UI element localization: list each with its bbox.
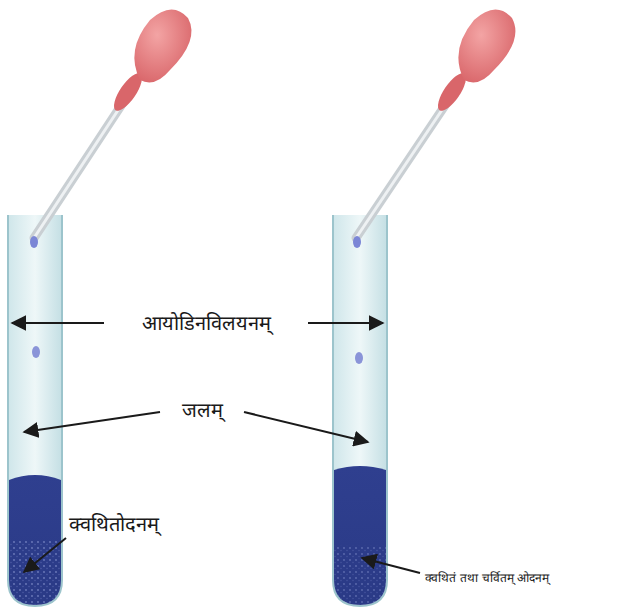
water-label: जलम् <box>179 398 226 422</box>
dropper <box>30 9 191 358</box>
test-tube <box>333 215 387 606</box>
solution-label: आयोडिनविलयनम् <box>139 311 274 335</box>
chewed-rice-label: क्वथितं तथा चर्वितम् ओदनम् <box>422 571 552 585</box>
boiled-rice-label: क्वथितोदनम् <box>66 512 162 536</box>
leader-lines <box>12 323 420 573</box>
dropper <box>353 9 515 364</box>
